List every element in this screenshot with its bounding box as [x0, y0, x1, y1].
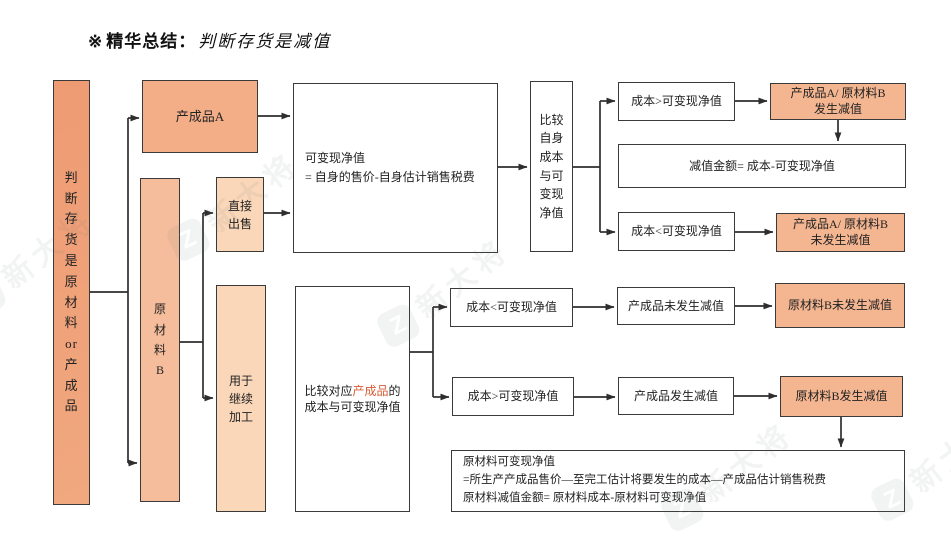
node-cost-gt-nrv-upper: 成本>可变现净值	[618, 82, 735, 121]
formula-line: 原材料可变现净值	[463, 456, 555, 469]
label-part: 的	[388, 383, 401, 398]
result-line: 产成品A/ 原材料B	[790, 85, 886, 100]
node-label: 成本<可变现净值	[631, 224, 722, 239]
node-label: 减值金额= 成本-可变现净值	[689, 158, 835, 173]
label-part: 比较对应	[304, 383, 353, 398]
title-label: 精华总结：	[106, 32, 197, 51]
formula-line: =所生产产成品售价—至完工估计将要发生的成本—产成品估计销售税费	[463, 474, 826, 487]
node-raw-material-b-impaired: 原材料B发生减值	[780, 376, 903, 417]
node-finished-goods-not-impaired: 产成品未发生减值	[617, 287, 735, 325]
node-judge-inventory-type: 判断存货是原材料or产成品	[53, 80, 90, 505]
node-not-impaired-a-b: 产成品A/ 原材料B 未发生减值	[776, 213, 905, 252]
node-label: 成本>可变现净值	[631, 94, 722, 109]
node-label: 判断存货是原材料or产成品	[64, 169, 79, 414]
node-label: 比较对应产成品的 成本与可变现净值	[304, 383, 400, 415]
node-label: 成本<可变现净值	[466, 300, 557, 315]
node-raw-material-nrv-formula: 原材料可变现净值 =所生产产成品售价—至完工估计将要发生的成本—产成品估计销售税…	[451, 450, 905, 512]
node-raw-material-b-not-impaired: 原材料B未发生减值	[775, 283, 905, 328]
node-label: 原材料可变现净值 =所生产产成品售价—至完工估计将要发生的成本—产成品估计销售税…	[463, 454, 826, 507]
title-marker: ※	[88, 32, 103, 51]
node-label: 原材料B未发生减值	[787, 298, 892, 313]
label-part: 成本与可变现净值	[304, 400, 401, 414]
node-further-processing: 用于继续加工	[216, 285, 266, 512]
result-line: 发生减值	[813, 101, 862, 116]
node-nrv-self-formula: 可变现净值 = 自身的售价-自身估计销售税费	[293, 83, 498, 253]
node-impaired-a-b: 产成品A/ 原材料B 发生减值	[770, 83, 906, 120]
node-label: 成本>可变现净值	[467, 389, 559, 404]
result-line: 未发生减值	[810, 232, 871, 247]
node-finished-goods-impaired: 产成品发生减值	[618, 377, 734, 415]
node-compare-finished-goods-cost-nrv: 比较对应产成品的 成本与可变现净值	[295, 286, 410, 512]
node-label: 原材料B发生减值	[795, 389, 888, 404]
formula-line: 原材料减值金额= 原材料成本-原材料可变现净值	[463, 491, 707, 504]
node-finished-product-a: 产成品A	[142, 80, 258, 153]
node-cost-gt-nrv-lower: 成本>可变现净值	[452, 377, 574, 416]
node-label: 产成品A	[175, 108, 225, 124]
formula-line: = 自身的售价-自身估计销售税费	[305, 170, 475, 184]
label-highlight: 产成品	[352, 383, 389, 398]
node-label: 用于继续加工	[228, 373, 253, 424]
node-label: 直接出售	[227, 198, 252, 231]
title-subtitle: 判断存货是减值	[198, 32, 332, 51]
result-line: 产成品A/ 原材料B	[792, 216, 888, 231]
node-label: 原材料B	[153, 302, 166, 378]
node-label: 产成品未发生减值	[627, 298, 724, 313]
node-impairment-amount-formula: 减值金额= 成本-可变现净值	[618, 144, 906, 188]
page-title: ※精华总结：判断存货是减值	[88, 27, 331, 52]
node-label: 产成品发生减值	[633, 388, 718, 403]
formula-line: 可变现净值	[305, 151, 366, 166]
node-cost-lt-nrv-upper: 成本<可变现净值	[618, 212, 735, 251]
node-direct-sell: 直接出售	[216, 177, 264, 252]
node-label: 可变现净值 = 自身的售价-自身估计销售税费	[305, 149, 475, 186]
node-raw-material-b: 原材料B	[140, 178, 180, 502]
node-label: 产成品A/ 原材料B 未发生减值	[793, 217, 888, 248]
node-compare-self-cost-nrv: 比较自身成本与可变现净值	[530, 81, 573, 252]
node-label: 比较自身成本与可变现净值	[539, 112, 564, 220]
node-label: 产成品A/ 原材料B 发生减值	[790, 86, 885, 117]
node-cost-lt-nrv-lower: 成本<可变现净值	[450, 288, 573, 327]
